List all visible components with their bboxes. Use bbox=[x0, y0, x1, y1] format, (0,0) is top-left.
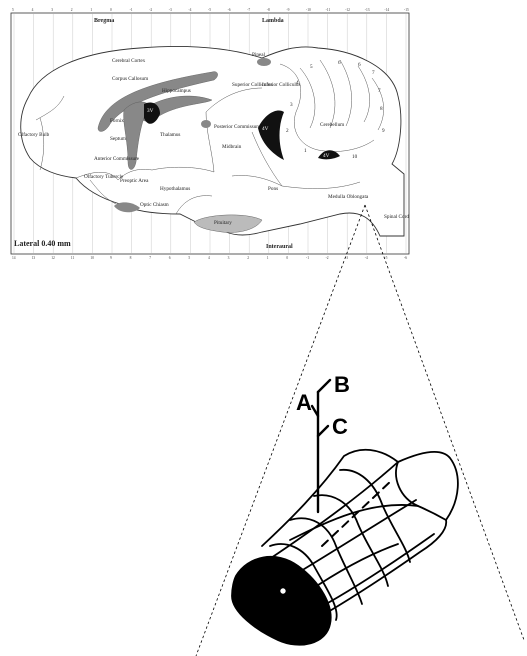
top-tick-label: 2 bbox=[71, 8, 73, 12]
top-tick-label: -12 bbox=[345, 8, 350, 12]
bottom-tick-label: 13 bbox=[32, 256, 36, 260]
bottom-tick-label: -1 bbox=[306, 256, 309, 260]
label-preoptic-area: Preoptic Area bbox=[120, 178, 149, 184]
top-tick-label: -10 bbox=[306, 8, 311, 12]
bottom-tick-label: 5 bbox=[188, 256, 190, 260]
lobule-6b: 6 bbox=[358, 62, 361, 68]
top-tick-label: -1 bbox=[130, 8, 133, 12]
label-olfactory-tubercle: Olfactory Tubercle bbox=[84, 173, 124, 180]
label-fourth-ventricle: 4V bbox=[262, 126, 269, 132]
label-third-ventricle: 3V bbox=[147, 108, 154, 114]
label-lambda: Lambda bbox=[262, 18, 284, 24]
bottom-tick-label: -2 bbox=[326, 256, 329, 260]
top-tick-label: 4 bbox=[32, 8, 34, 12]
bottom-tick-label: 14 bbox=[12, 256, 16, 260]
bottom-tick-label: 10 bbox=[90, 256, 94, 260]
lobule-10: 10 bbox=[352, 154, 358, 160]
bottom-tick-label: 6 bbox=[169, 256, 171, 260]
electrode-label-b: B bbox=[334, 372, 350, 397]
pineal-shape bbox=[257, 58, 271, 66]
label-thalamus: Thalamus bbox=[160, 132, 180, 138]
electrode-branch-c bbox=[318, 426, 328, 436]
interaural-label: Interaural bbox=[266, 244, 293, 250]
electrode-branch-b bbox=[318, 380, 330, 392]
label-anterior-commissure: Anterior Commissure bbox=[94, 156, 140, 162]
label-pons: Pons bbox=[268, 186, 278, 192]
label-spinal-cord: Spinal Cord bbox=[384, 214, 409, 220]
label-hippocampus: Hippocampus bbox=[162, 88, 191, 94]
top-tick-label: -15 bbox=[404, 8, 409, 12]
bottom-tick-label: 9 bbox=[110, 256, 112, 260]
label-cerebral-cortex: Cerebral Cortex bbox=[112, 58, 146, 64]
electrode-label-c: C bbox=[332, 414, 348, 439]
label-medulla-oblongata: Medulla Oblongata bbox=[328, 194, 369, 200]
top-tick-label: -11 bbox=[326, 8, 331, 12]
top-tick-label: -6 bbox=[228, 8, 231, 12]
lobule-3: 3 bbox=[290, 102, 293, 108]
bottom-tick-label: 4 bbox=[208, 256, 210, 260]
label-fornix: Fornix bbox=[110, 118, 124, 124]
label-bregma: Bregma bbox=[94, 18, 114, 24]
lobule-9: 9 bbox=[382, 128, 385, 134]
bottom-tick-label: 7 bbox=[149, 256, 151, 260]
lobule-8: 8 bbox=[380, 106, 383, 112]
top-tick-label: -13 bbox=[365, 8, 370, 12]
lobule-1: 1 bbox=[304, 148, 307, 154]
top-tick-label: 0 bbox=[110, 8, 112, 12]
top-tick-label: -14 bbox=[384, 8, 389, 12]
cylinder-right-end bbox=[396, 462, 446, 520]
label-corpus-callosum: Corpus Callosum bbox=[112, 76, 148, 82]
bottom-tick-label: 12 bbox=[51, 256, 55, 260]
label-cerebellum: Cerebellum bbox=[320, 122, 344, 128]
bottom-tick-label: 0 bbox=[286, 256, 288, 260]
label-fourth-ventricle-lower: 4V bbox=[323, 153, 330, 159]
lobule-6: 6 bbox=[338, 60, 341, 66]
label-hypothalamus: Hypothalamus bbox=[160, 186, 190, 192]
top-tick-label: 5 bbox=[12, 8, 14, 12]
cylinder-top-edge bbox=[262, 450, 458, 546]
lobule-5: 5 bbox=[310, 64, 313, 70]
lobule-7: 7 bbox=[378, 88, 381, 94]
bottom-tick-label: 11 bbox=[71, 256, 75, 260]
cut-face-marker bbox=[280, 588, 286, 594]
plane-label: Lateral 0.40 mm bbox=[14, 239, 71, 248]
bottom-tick-label: 1 bbox=[267, 256, 269, 260]
label-olfactory-bulb: Olfactory Bulb bbox=[18, 131, 50, 138]
atlas-top-ticks: 5 4 3 2 1 0 -1 -2 -3 -4 -5 -6 -7 -8 -9 -10 -11 -12 -13 -14 -… bbox=[12, 8, 409, 12]
top-tick-label: -3 bbox=[169, 8, 172, 12]
lobule-2: 2 bbox=[286, 128, 289, 134]
label-pituitary: Pituitary bbox=[214, 220, 232, 226]
top-tick-label: 1 bbox=[90, 8, 92, 12]
top-tick-label: -2 bbox=[149, 8, 152, 12]
electrode-label-a: A bbox=[296, 390, 312, 415]
top-tick-label: -8 bbox=[267, 8, 270, 12]
top-tick-label: 3 bbox=[51, 8, 53, 12]
top-tick-label: -5 bbox=[208, 8, 211, 12]
ring-4 bbox=[340, 470, 410, 562]
bottom-tick-label: 8 bbox=[130, 256, 132, 260]
top-tick-label: -9 bbox=[286, 8, 289, 12]
lobule-7b: 7 bbox=[372, 70, 375, 76]
label-posterior-commissure: Posterior Commissure bbox=[214, 124, 261, 130]
label-septum: Septum bbox=[110, 136, 126, 142]
bottom-tick-label: 3 bbox=[228, 256, 230, 260]
bottom-tick-label: -5 bbox=[384, 256, 387, 260]
top-tick-label: -4 bbox=[188, 8, 191, 12]
projection-line-right bbox=[365, 205, 524, 640]
label-pineal: Pineal bbox=[252, 52, 266, 58]
bottom-tick-label: -4 bbox=[365, 256, 368, 260]
label-optic-chiasm: Optic Chiasm bbox=[140, 202, 169, 208]
label-midbrain: Midbrain bbox=[222, 144, 242, 150]
bottom-tick-label: -6 bbox=[404, 256, 407, 260]
label-inferior-colliculus: Inferior Colliculus bbox=[262, 81, 300, 88]
top-tick-label: -7 bbox=[247, 8, 250, 12]
lobule-4: 4 bbox=[296, 80, 299, 86]
bottom-tick-label: 2 bbox=[247, 256, 249, 260]
posterior-commissure-shape bbox=[201, 120, 211, 128]
